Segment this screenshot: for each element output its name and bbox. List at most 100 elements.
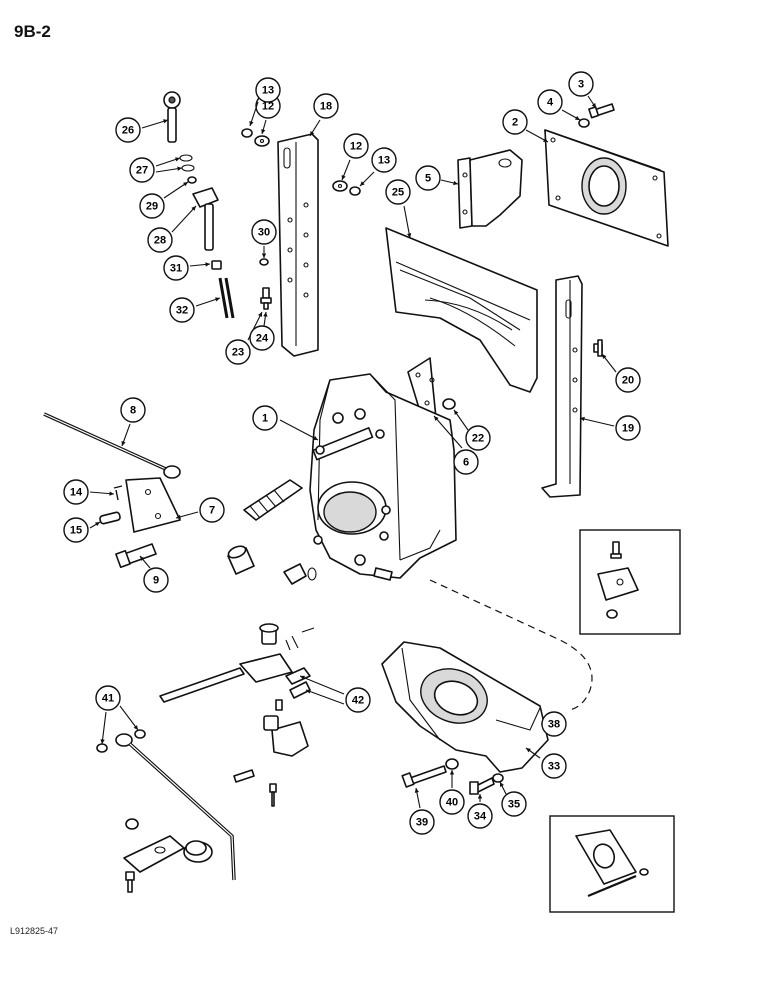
linkage-42 <box>159 623 315 757</box>
callout-arrowhead <box>602 354 607 359</box>
callout-number: 26 <box>122 125 134 137</box>
callout-circle <box>467 803 493 829</box>
nut-13-top <box>241 128 253 138</box>
callout-9: 9 <box>139 555 169 593</box>
nut-13-right <box>349 186 361 196</box>
bracket-19 <box>541 275 583 498</box>
callout-circle <box>313 93 339 119</box>
callout-number: 39 <box>416 817 428 829</box>
callout-arrowhead <box>306 689 311 694</box>
plate-6 <box>407 357 437 419</box>
callout-number: 38 <box>548 719 560 731</box>
callout-circle <box>225 339 251 365</box>
callout-arrowhead <box>183 182 188 187</box>
callout-number: 18 <box>320 101 332 113</box>
callout-circle <box>615 415 641 441</box>
callout-25: 25 <box>385 179 412 239</box>
callout-arrowhead <box>176 514 181 519</box>
callout-leader <box>119 705 139 731</box>
callout-circle <box>465 425 491 451</box>
callout-arrowhead <box>313 435 318 440</box>
callout-circle <box>568 71 594 97</box>
callout-arrowhead <box>575 115 580 120</box>
callout-number: 4 <box>547 97 554 109</box>
callout-number: 42 <box>352 695 364 707</box>
washer-12-right <box>332 180 348 192</box>
callout-number: 2 <box>512 117 518 129</box>
callout-arrowhead <box>261 253 267 258</box>
callout-arrowhead <box>526 748 531 753</box>
bolt-3 <box>588 103 615 119</box>
callout-15: 15 <box>63 517 101 543</box>
bolt-34 <box>469 777 495 795</box>
page-title: 9B-2 <box>14 22 51 41</box>
callout-number: 9 <box>153 575 159 587</box>
upright-channel-18 <box>277 133 319 357</box>
fitting <box>283 563 317 585</box>
callout-number: 15 <box>70 525 82 537</box>
callout-number: 29 <box>146 201 158 213</box>
reference-code: L912825-47 <box>10 926 59 936</box>
callout-circle <box>345 687 371 713</box>
bushing <box>227 545 255 575</box>
callout-arrowhead <box>121 441 126 446</box>
callout-arrowhead <box>175 157 180 162</box>
callout-number: 12 <box>350 141 362 153</box>
bracket-7 <box>125 477 181 533</box>
washer-40 <box>445 758 459 770</box>
callout-35: 35 <box>499 781 527 817</box>
callout-circle <box>415 165 441 191</box>
callout-arrowhead <box>310 131 315 136</box>
plate-2 <box>544 129 669 247</box>
callout-circle <box>385 179 411 205</box>
bolt-bottom-left <box>125 871 135 893</box>
callout-number: 3 <box>578 79 584 91</box>
callout-arrowhead <box>263 312 268 317</box>
callout-arrowhead <box>258 312 262 317</box>
callout-circle <box>371 147 397 173</box>
callout-circle <box>615 367 641 393</box>
callout-circle <box>143 567 169 593</box>
callout-23: 23 <box>225 311 263 365</box>
callout-arrowhead <box>100 739 105 744</box>
callout-20: 20 <box>601 353 641 393</box>
callout-number: 34 <box>474 811 487 823</box>
bolt-9 <box>115 543 157 569</box>
inset-box-lower <box>549 815 675 913</box>
callout-number: 33 <box>548 761 560 773</box>
callout-arrowhead <box>453 180 458 186</box>
callout-arrowhead <box>191 206 196 211</box>
callout-number: 6 <box>463 457 469 469</box>
rod-41 <box>96 729 236 881</box>
nut-29 <box>187 176 197 184</box>
nut-31 <box>211 260 222 270</box>
bolt-39 <box>401 765 447 788</box>
callout-number: 28 <box>154 235 166 247</box>
callout-arrowhead <box>360 181 365 186</box>
callout-40: 40 <box>439 770 465 815</box>
callout-leader <box>141 119 169 129</box>
nut-22 <box>442 398 456 410</box>
callout-arrowhead <box>454 410 459 415</box>
callout-arrowhead <box>580 416 585 422</box>
pin-14 <box>113 485 123 501</box>
callout-number: 32 <box>176 305 188 317</box>
rod-8 <box>43 412 181 479</box>
callout-leader <box>305 689 345 705</box>
callout-arrowhead <box>500 782 504 787</box>
callout-circle <box>439 789 465 815</box>
callout-24: 24 <box>249 311 275 351</box>
pin-28 <box>192 187 219 251</box>
callout-number: 25 <box>392 187 404 199</box>
pin-15 <box>99 511 121 525</box>
bolt-24 <box>260 287 272 310</box>
callout-14: 14 <box>63 479 115 505</box>
callout-4: 4 <box>537 89 581 121</box>
bolt-small-bottom <box>269 783 277 807</box>
callout-32: 32 <box>169 297 221 323</box>
callout-7: 7 <box>175 497 225 523</box>
callout-13: 13 <box>249 77 281 127</box>
callout-arrowhead <box>249 121 254 126</box>
callout-27: 27 <box>129 157 183 183</box>
callout-leader <box>403 205 411 239</box>
